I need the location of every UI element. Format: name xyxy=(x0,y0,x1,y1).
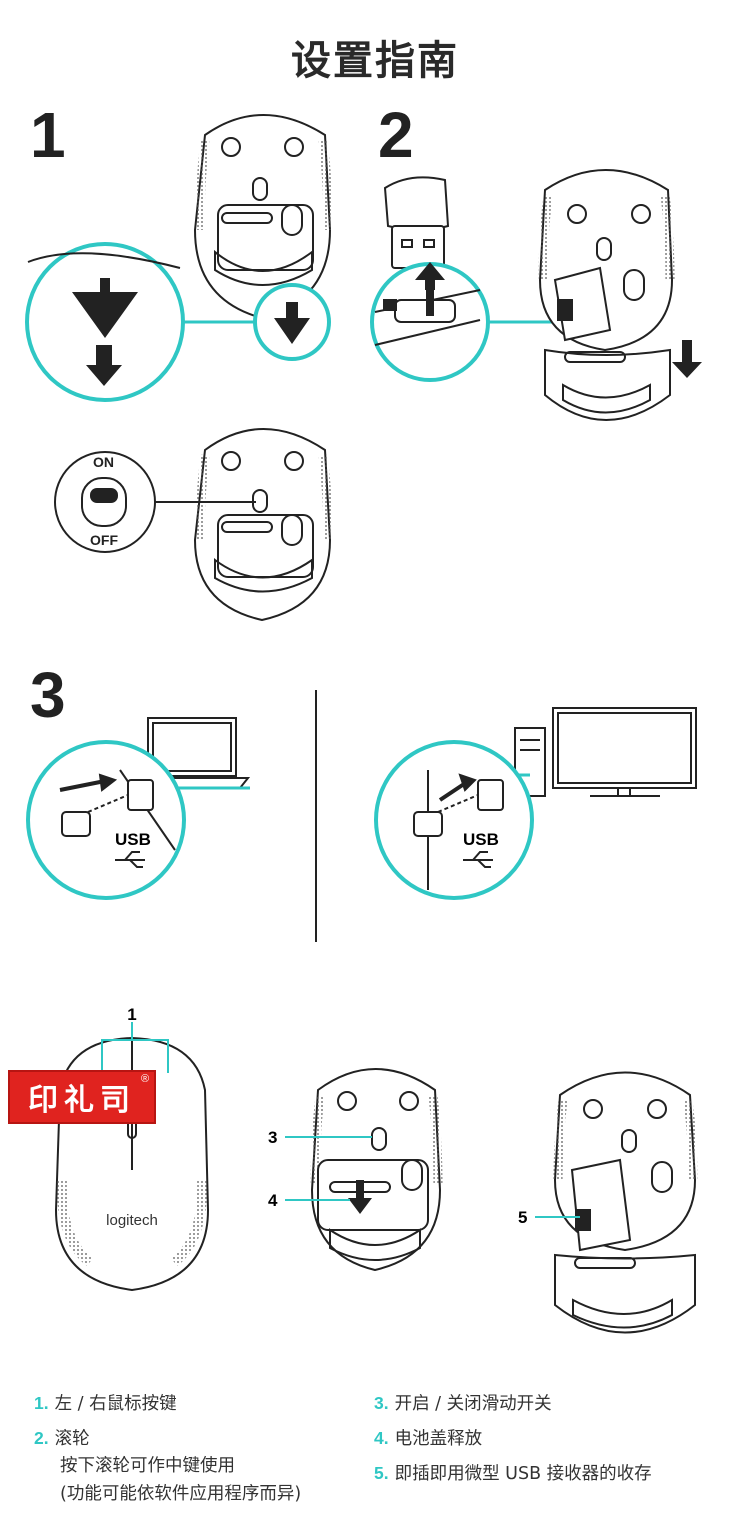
legend-item-2-detail: 按下滚轮可作中键使用 xyxy=(60,1456,235,1476)
usb-symbol-icon xyxy=(115,851,145,868)
step-3-number: 3 xyxy=(30,659,66,731)
legend-item-2-note: (功能可能依软件应用程序而异) xyxy=(60,1484,302,1504)
step-2-number: 2 xyxy=(378,99,414,171)
callout-3: 3 xyxy=(268,1128,277,1147)
battery-release-arrow-icon xyxy=(27,252,310,386)
registered-mark: ® xyxy=(141,1073,150,1085)
seal-stamp: 印礼司 xyxy=(8,1070,156,1124)
desktop-monitor-icon xyxy=(552,707,697,797)
zoom-circle-laptop-usb xyxy=(26,740,186,900)
usb-label-right: USB xyxy=(463,830,499,849)
mouse-bottom-right-open xyxy=(553,1071,698,1334)
callout-1: 1 xyxy=(127,1005,136,1024)
legend-item-2: 2.滚轮 xyxy=(34,1428,90,1449)
mouse-bottom-switch xyxy=(193,428,333,622)
callout-4: 4 xyxy=(268,1191,278,1210)
legend-item-4: 4.电池盖释放 xyxy=(374,1428,483,1449)
down-arrow-icon xyxy=(672,340,702,378)
mouse-bottom-step2 xyxy=(538,169,675,421)
legend-item-1: 1.左 / 右鼠标按键 xyxy=(34,1393,177,1414)
switch-off-label: OFF xyxy=(90,532,118,548)
page-title: 设置指南 xyxy=(291,38,459,84)
mouse-bottom-middle xyxy=(310,1068,443,1272)
brand-logo-text: logitech xyxy=(106,1212,158,1229)
callout-5: 5 xyxy=(518,1208,527,1227)
receiver-up-arrow-icon xyxy=(415,262,445,290)
step-1-number: 1 xyxy=(30,99,66,171)
usb-receiver-icon xyxy=(383,176,450,269)
legend-item-5: 5.即插即用微型 USB 接收器的收存 xyxy=(374,1463,652,1484)
usb-label-left: USB xyxy=(115,830,151,849)
switch-on-label: ON xyxy=(93,454,114,470)
mouse-bottom-step1 xyxy=(193,114,333,320)
zoom-circle-desktop-usb xyxy=(374,740,534,900)
legend-item-3: 3.开启 / 关闭滑动开关 xyxy=(374,1393,552,1414)
